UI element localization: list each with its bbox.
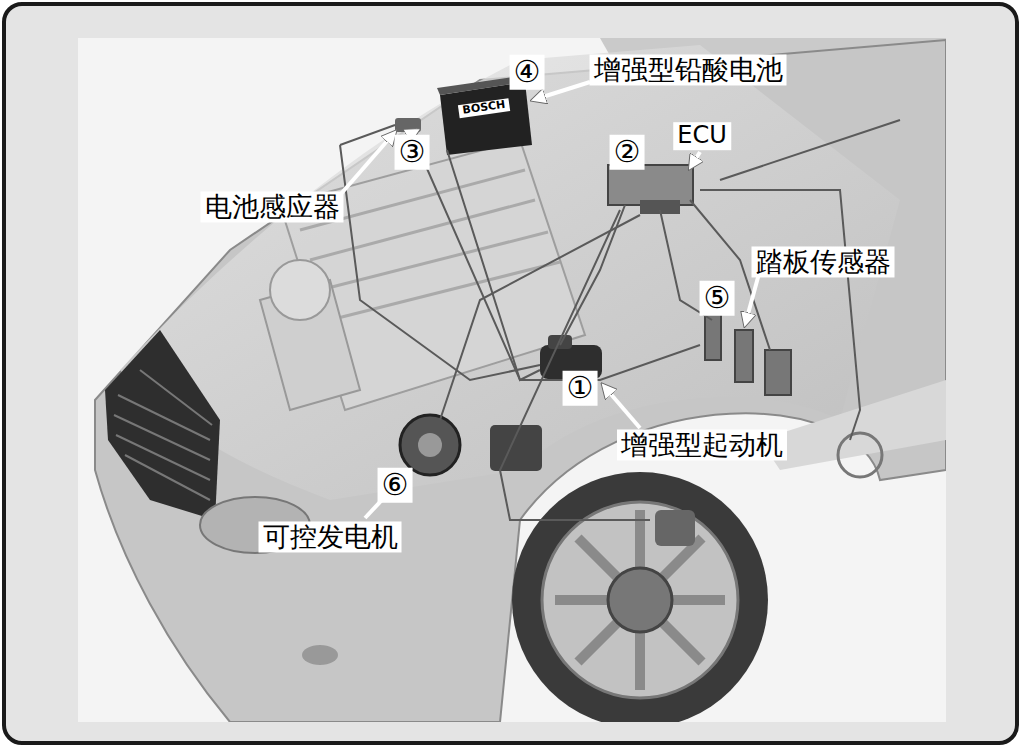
part-label: 增强型起动机	[617, 429, 787, 460]
part-label: 增强型铅酸电池	[590, 54, 787, 85]
callout-number: ⑥	[378, 468, 413, 503]
brand-label: BOSCH	[458, 98, 510, 118]
car-drawing	[95, 38, 946, 722]
frame	[4, 4, 1017, 743]
part-label: 踏板传感器	[752, 246, 895, 277]
part-label: 电池感应器	[201, 191, 344, 222]
callout-number: ④	[510, 55, 545, 90]
picture-panel	[78, 38, 946, 722]
callout-number: ⑤	[700, 281, 735, 316]
part-label: ECU	[673, 122, 731, 150]
callout-number: ③	[395, 135, 430, 170]
callout-number: ①	[563, 371, 598, 406]
callout-number: ②	[610, 135, 645, 170]
part-label: 可控发电机	[259, 521, 402, 552]
